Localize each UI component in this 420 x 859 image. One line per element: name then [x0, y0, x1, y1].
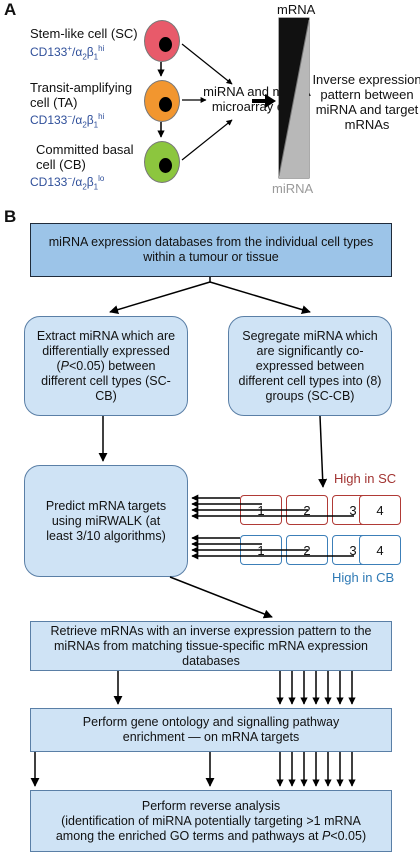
top-to-segregate-arrow: [209, 281, 311, 314]
committed-basal-cell-icon: [144, 141, 180, 183]
sc-group-4: 4: [359, 495, 401, 525]
high-in-cb-label: High in CB: [332, 570, 395, 585]
high-in-sc-label: High in SC: [334, 471, 397, 486]
cb-group-arrows: [191, 534, 354, 560]
retrieve-mrnas-box: Retrieve mRNAs with an inverse expressio…: [30, 621, 392, 671]
cb-to-microarray-arrow: [181, 119, 233, 161]
nucleus-icon: [159, 158, 172, 173]
predict-mrna-targets-box: Predict mRNA targets using miRWALK (at l…: [24, 465, 188, 577]
panel-b-letter: B: [4, 207, 17, 226]
ta-marker: CD133−/α2β1hi: [30, 112, 105, 130]
top-to-extract-arrow: [109, 281, 211, 314]
cb-name: Committed basal cell (CB): [36, 142, 134, 172]
panel-a-letter: A: [4, 0, 17, 19]
reverse-analysis-box: Perform reverse analysis (identification…: [30, 790, 392, 852]
ontology-to-reverse-arrows: [276, 752, 356, 787]
inverse-expression-label: Inverse expression pattern between miRNA…: [312, 72, 420, 132]
inverse-expression-bar: [278, 17, 310, 179]
stem-like-cell-icon: [144, 20, 180, 62]
cb-group-4: 4: [359, 535, 401, 565]
retrieve-to-ontology-arrows: [276, 671, 356, 705]
expression-databases-box: miRNA expression databases from the indi…: [30, 223, 392, 277]
sc-marker: CD133+/α2β1hi: [30, 44, 105, 62]
segregate-to-groups-arrow: [318, 415, 328, 488]
extract-mirna-box: Extract miRNA which are differentially e…: [24, 316, 188, 416]
mirna-bar-label: miRNA: [272, 181, 314, 196]
mrna-bar-label: mRNA: [277, 2, 316, 17]
nucleus-icon: [159, 97, 172, 112]
sc-to-microarray-arrow: [181, 43, 233, 85]
segregate-mirna-box: Segregate miRNA which are significantly …: [228, 316, 392, 416]
transit-amplifying-cell-icon: [144, 80, 180, 122]
sc-name: Stem-like cell (SC): [30, 26, 138, 41]
predict-to-retrieve-arrow: [169, 576, 273, 619]
cb-marker: CD133−/α2β1lo: [30, 174, 105, 192]
ta-name: Transit-amplifying cell (TA): [30, 80, 133, 110]
gene-ontology-box: Perform gene ontology and signalling pat…: [30, 708, 392, 752]
microarray-to-bar-arrow: [252, 94, 276, 108]
sc-group-arrows: [191, 494, 354, 520]
nucleus-icon: [159, 37, 172, 52]
